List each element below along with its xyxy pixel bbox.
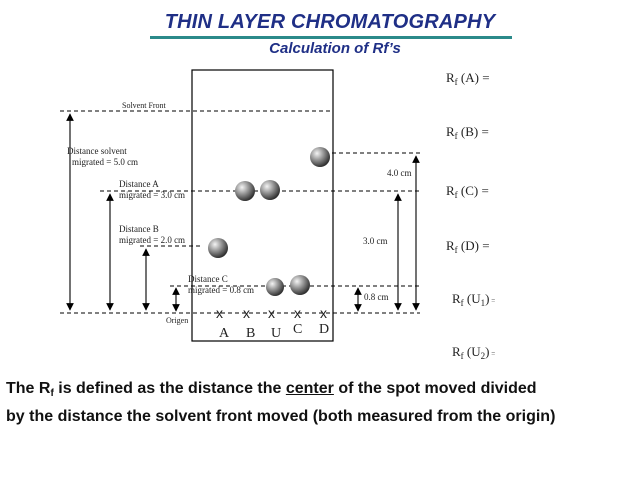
lane-label-c: C	[293, 322, 302, 337]
rf-u1: Rf (U1) =	[452, 291, 496, 308]
page-subtitle: Calculation of Rf’s	[269, 40, 401, 57]
center-underlined: center	[285, 380, 334, 397]
solvent-front-label: Solvent Front	[122, 101, 167, 110]
distance-a-label-1: Distance A	[119, 179, 159, 189]
rf-c: Rf (C) =	[446, 183, 489, 200]
spot-a	[235, 181, 255, 201]
lane-label-a: A	[219, 326, 230, 341]
distance-c-label-2: migrated = 0.8 cm	[188, 285, 254, 295]
distance-c-label-1: Distance C	[188, 274, 228, 284]
spot-c	[290, 275, 310, 295]
lane-mark-u: x	[268, 305, 275, 321]
page-title: THIN LAYER CHROMATOGRAPHY	[164, 11, 496, 33]
rf-u2: Rf (U2) =	[452, 344, 496, 361]
lane-mark-c: x	[294, 305, 301, 321]
lane-mark-a: x	[216, 305, 223, 321]
tlc-plate	[191, 69, 334, 342]
rf-a: Rf (A) =	[446, 70, 490, 87]
spot-u-lower	[266, 278, 284, 296]
lane-label-u: U	[271, 326, 281, 341]
spot-d	[310, 147, 330, 167]
origin-label: Origen	[166, 316, 188, 325]
lane-mark-d: x	[320, 305, 327, 321]
rf-definition: The Rf is defined as the distance the ce…	[6, 377, 634, 428]
lane-label-b: B	[246, 326, 255, 341]
distance-a-label-2: migrated = 3.0 cm	[119, 190, 185, 200]
right-measure-08cm: 0.8 cm	[364, 292, 389, 302]
distance-b-label-2: migrated = 2.0 cm	[119, 235, 185, 245]
distance-solvent-label-1: Distance solvent	[67, 146, 127, 156]
rf-definition-line-1: The Rf is defined as the distance the ce…	[6, 380, 537, 399]
distance-solvent-label-2: migrated = 5.0 cm	[72, 157, 138, 167]
right-measure-4cm: 4.0 cm	[387, 168, 412, 178]
title-underline	[150, 36, 512, 39]
rf-b: Rf (B) =	[446, 124, 489, 141]
rf-d: Rf (D) =	[446, 238, 490, 255]
spot-u-upper	[260, 180, 280, 200]
spot-b	[208, 238, 228, 258]
distance-b-label-1: Distance B	[119, 224, 159, 234]
rf-definition-line-2: by the distance the solvent front moved …	[6, 408, 556, 425]
lane-label-d: D	[319, 322, 329, 337]
right-measure-3cm: 3.0 cm	[363, 236, 388, 246]
lane-mark-b: x	[243, 305, 250, 321]
